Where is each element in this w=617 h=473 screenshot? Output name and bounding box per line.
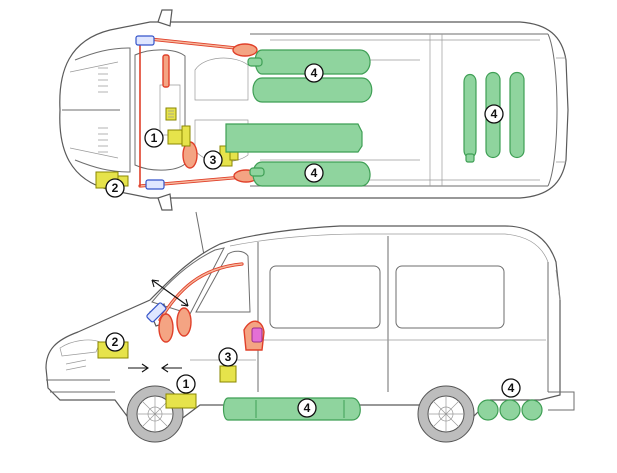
side-ecu-1 (165, 393, 197, 409)
top-mirror-left (157, 9, 173, 27)
callout-label: 1 (151, 131, 158, 145)
top-tank-underfloor (225, 123, 363, 153)
top-airbag-front-left (232, 43, 258, 57)
callout-label: 4 (304, 401, 311, 415)
van-side-view (45, 211, 575, 443)
top-curtain-airbag-left (162, 54, 170, 88)
callout-label: 3 (210, 153, 217, 167)
side-airbag-thorax (176, 307, 192, 337)
callout-label: 4 (311, 66, 318, 80)
top-ecu-1-group (167, 125, 191, 147)
side-ecu-3 (219, 365, 237, 383)
cargo-window-2 (395, 265, 505, 329)
top-tank-front (254, 49, 371, 75)
callout-label: 2 (112, 181, 119, 195)
side-airbag-module (251, 327, 263, 343)
bumper (46, 379, 115, 393)
top-tank-rear-group (463, 71, 525, 163)
callout-top-ecu-2: 2 (105, 178, 125, 198)
front-grille (98, 67, 108, 153)
side-belt-tensioner (146, 302, 167, 323)
callout-top-tank-bottom: 4 (304, 163, 324, 183)
cargo-window-1 (269, 265, 381, 329)
callout-label: 4 (491, 107, 498, 121)
rear-wheel (417, 385, 475, 443)
top-belt-tensioner-left (135, 35, 155, 46)
van-top-view (59, 9, 569, 211)
callout-top-ecu-3: 3 (203, 150, 223, 170)
dimension-arrow-pillar (151, 279, 189, 307)
top-belt-tensioner-right (145, 179, 165, 190)
callout-side-tank-rear: 4 (501, 378, 521, 398)
windshield (151, 247, 225, 315)
callout-side-ecu-1: 1 (176, 374, 196, 394)
callout-label: 1 (183, 377, 190, 391)
side-airbag-knee (158, 313, 174, 343)
side-tank-underfloor (222, 397, 361, 421)
callout-side-tank-under: 4 (297, 398, 317, 418)
callout-label: 2 (112, 335, 119, 349)
top-tank-middle (252, 77, 373, 103)
callout-label: 4 (311, 166, 318, 180)
dimension-arrow-sill (128, 363, 182, 373)
callout-label: 3 (225, 350, 232, 364)
side-seatbelt (158, 262, 244, 322)
callout-top-tank-front: 4 (304, 63, 324, 83)
callout-label: 4 (508, 381, 515, 395)
antenna (195, 211, 205, 256)
side-tank-rear-group (477, 399, 543, 421)
top-mirror-right (157, 193, 173, 211)
front-side-window (195, 250, 251, 313)
callout-top-ecu-1: 1 (144, 128, 164, 148)
callout-top-tank-rear: 4 (484, 104, 504, 124)
callout-side-ecu-2: 2 (105, 332, 125, 352)
headlight (59, 339, 101, 357)
callout-side-ecu-3: 3 (218, 347, 238, 367)
